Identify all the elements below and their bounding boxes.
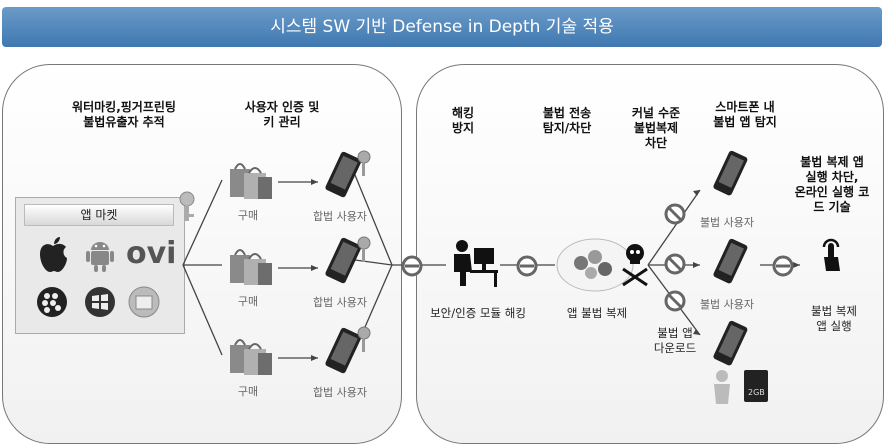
illegal-download-label: 불법 앱 다운로드 [653, 326, 697, 355]
shopping-bags-icon [230, 339, 272, 375]
app-market: 앱 마켓 ovi [15, 191, 195, 334]
illegal-user-label: 불법 사용자 [699, 216, 755, 229]
sd-card-label: 2GB [748, 388, 765, 397]
windows-icon [85, 287, 115, 317]
heading-smartphone-detection: 스마트폰 내 불법 앱 탐지 [713, 100, 777, 129]
stop-icon [516, 255, 538, 277]
copied-apps-icon [556, 238, 648, 292]
phone-with-key-icon [325, 150, 371, 198]
phone-icon [713, 150, 748, 196]
illegal-copy-exec-label: 불법 복제 앱 실행 [811, 304, 857, 333]
heading-watermark-tracking: 워터마킹,핑거프린팅 불법유출자 추적 [72, 100, 176, 129]
purchase-label: 구매 [237, 295, 259, 308]
module-hacking-label: 보안/인증 모듈 해킹 [430, 306, 526, 320]
heading-illegal-transfer: 불법 전송 탐지/차단 [542, 106, 592, 135]
phone-icon [713, 238, 748, 284]
hacker-computer-icon [454, 240, 498, 287]
blackberry-icon [37, 287, 67, 317]
legit-user-label: 합법 사용자 [312, 296, 368, 309]
apple-icon [40, 237, 67, 272]
ovi-icon: ovi [126, 236, 177, 271]
touch-hand-icon [822, 238, 840, 271]
purchase-label: 구매 [237, 209, 259, 222]
stop-icon [772, 255, 794, 277]
heading-kernel-copy-block: 커널 수준 불법복제 차단 [631, 106, 681, 150]
heading-auth-key: 사용자 인증 및 키 관리 [244, 100, 320, 129]
purchase-label: 구매 [237, 385, 259, 398]
heading-hacking-prevention: 해킹 방지 [451, 106, 475, 135]
legit-user-label: 합법 사용자 [312, 386, 368, 399]
stop-icon [664, 290, 686, 312]
banner-title: 시스템 SW 기반 Defense in Depth 기술 적용 [2, 7, 882, 47]
illegal-user-label: 불법 사용자 [699, 298, 755, 311]
phone-with-key-icon [325, 326, 371, 374]
stop-icon [664, 203, 686, 225]
app-market-title: 앱 마켓 [24, 204, 174, 226]
phone-sd-card-icon [713, 320, 768, 404]
android-icon [86, 242, 114, 272]
stop-icon [664, 253, 686, 275]
shopping-bags-icon [230, 249, 272, 285]
stop-icon [401, 255, 423, 277]
heading-block-execution: 불법 복제 앱 실행 차단, 온라인 실행 코 드 기술 [794, 155, 870, 214]
shopping-bags-icon [230, 163, 272, 199]
app-copy-label: 앱 불법 복제 [566, 306, 628, 320]
legit-user-label: 합법 사용자 [312, 210, 368, 223]
key-icon [179, 191, 195, 221]
box-icon [128, 286, 160, 318]
phone-with-key-icon [325, 236, 371, 284]
